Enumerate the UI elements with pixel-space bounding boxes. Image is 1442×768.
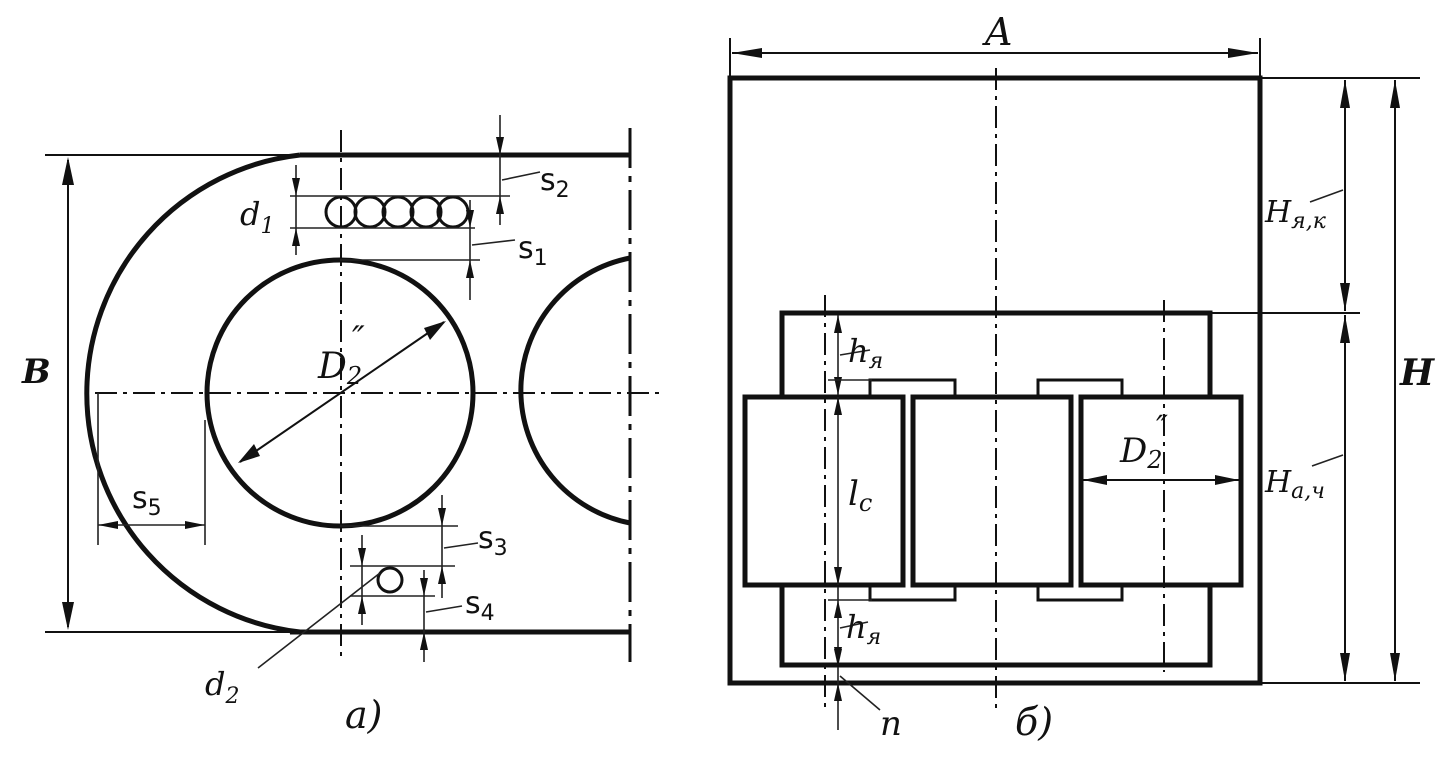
fig-a-label-s5: s5 xyxy=(132,481,162,521)
fig-a-label-d1: d1 xyxy=(240,195,274,239)
fig-a-s3-leader xyxy=(443,542,479,549)
fig-a-s5-arrow-left xyxy=(98,521,118,529)
fig-a-b-arrow-top xyxy=(62,157,74,185)
fig-b-label-hyak: Hя,к xyxy=(1264,195,1327,234)
fig-a-conductor-bottom xyxy=(376,566,404,594)
fig-a-d2-arrow-sw xyxy=(238,444,260,463)
fig-a-s2-arrow-bottom xyxy=(496,196,504,214)
fig-b-coil-right xyxy=(1078,394,1244,588)
fig-b-hach-arrow-top xyxy=(1340,315,1350,343)
fig-a-label-s1: s1 xyxy=(518,231,548,271)
fig-a-d2-leader xyxy=(257,572,381,669)
fig-a-conductor-row-top xyxy=(324,195,470,229)
fig-b-n-arrow-down xyxy=(834,649,842,667)
fig-b-tab-top-2 xyxy=(1036,378,1124,397)
fig-b-hya-bottom-arrow-up xyxy=(834,600,842,618)
fig-b-label-D2-prime: ″ xyxy=(1156,408,1168,446)
fig-a-d1-arrow-top xyxy=(292,178,300,196)
fig-b-label-hya-top: hя xyxy=(848,332,883,374)
fig-b-label-n: n xyxy=(880,704,902,744)
fig-b-d2-arrow-right xyxy=(1215,475,1239,485)
fig-a-caption: а) xyxy=(345,693,382,737)
fig-b-label-lc: lc xyxy=(848,474,872,517)
fig-b-hyak-arrow-top xyxy=(1340,80,1350,108)
figure-a: B d1 s2 s1 xyxy=(21,115,660,737)
fig-b-n-arrow-up xyxy=(834,683,842,701)
fig-a-s2-leader xyxy=(501,171,541,181)
fig-b-label-hya-bottom: hя xyxy=(846,608,881,650)
fig-b-hya-top-arrow-up xyxy=(834,315,842,333)
fig-a-b-arrow-bottom xyxy=(62,602,74,630)
fig-b-label-D2: D2 xyxy=(1119,431,1163,474)
fig-a-neighbour-winding-arc xyxy=(518,255,631,526)
fig-a-s4-leader xyxy=(425,605,463,613)
fig-a-s4-arrow-top xyxy=(420,578,428,596)
fig-b-a-arrow-left xyxy=(732,48,762,58)
fig-a-s5-arrow-right xyxy=(185,521,205,529)
fig-b-core-bottom-yoke xyxy=(779,585,1213,668)
fig-a-d2-arrow-ne xyxy=(424,321,446,340)
fig-b-label-h: H xyxy=(1399,352,1435,394)
fig-a-d2-small-arrow-top xyxy=(358,548,366,566)
fig-a-d2-diameter-line xyxy=(239,321,445,463)
fig-a-s1-leader xyxy=(471,239,516,246)
fig-b-coil-left xyxy=(742,394,906,588)
fig-b-hach-arrow-bottom xyxy=(1340,653,1350,681)
fig-b-d2-arrow-left xyxy=(1083,475,1107,485)
fig-b-hya-top-leader xyxy=(839,349,871,356)
fig-a-s3-arrow-bottom xyxy=(438,566,446,584)
fig-b-lc-arrow-top xyxy=(834,397,842,415)
fig-b-a-arrow-right xyxy=(1228,48,1258,58)
fig-a-label-D2-prime: ″ xyxy=(352,319,365,359)
fig-b-h-arrow-bottom xyxy=(1390,653,1400,681)
fig-a-s1-arrow-bottom xyxy=(466,260,474,278)
fig-a-label-b: B xyxy=(21,352,51,392)
fig-b-hya-bottom-leader xyxy=(839,621,869,629)
fig-a-s1-arrow-top xyxy=(466,210,474,228)
fig-b-label-a: A xyxy=(982,10,1012,54)
fig-b-hach-leader xyxy=(1311,454,1344,467)
fig-a-label-d2: d2 xyxy=(205,665,239,709)
fig-a-d1-arrow-bottom xyxy=(292,228,300,246)
fig-a-s3-arrow-top xyxy=(438,508,446,526)
fig-b-tab-top-1 xyxy=(868,378,957,397)
fig-b-tab-bottom-1 xyxy=(868,585,957,602)
fig-b-h-arrow-top xyxy=(1390,80,1400,108)
fig-b-coil-middle xyxy=(910,394,1074,588)
fig-b-hyak-arrow-bottom xyxy=(1340,283,1350,311)
figure-b: A hя lc xyxy=(727,10,1435,744)
fig-a-tank-arc xyxy=(84,152,301,635)
fig-a-label-s2: s2 xyxy=(540,163,570,203)
fig-b-lc-arrow-bottom xyxy=(834,567,842,585)
fig-a-label-D2: D2 xyxy=(317,346,362,390)
fig-a-s4-arrow-bottom xyxy=(420,632,428,650)
fig-a-d2-small-arrow-bottom xyxy=(358,596,366,614)
fig-a-label-s4: s4 xyxy=(465,586,495,626)
fig-b-label-hach: Ha,ч xyxy=(1264,465,1325,504)
fig-a-s2-arrow-top xyxy=(496,137,504,155)
fig-b-caption: б) xyxy=(1015,700,1053,744)
fig-b-n-leader xyxy=(839,675,881,711)
fig-b-hya-top-arrow-down xyxy=(834,377,842,395)
fig-a-label-s3: s3 xyxy=(478,521,508,561)
fig-b-tab-bottom-2 xyxy=(1036,585,1124,602)
fig-b-hyak-leader xyxy=(1309,189,1344,203)
